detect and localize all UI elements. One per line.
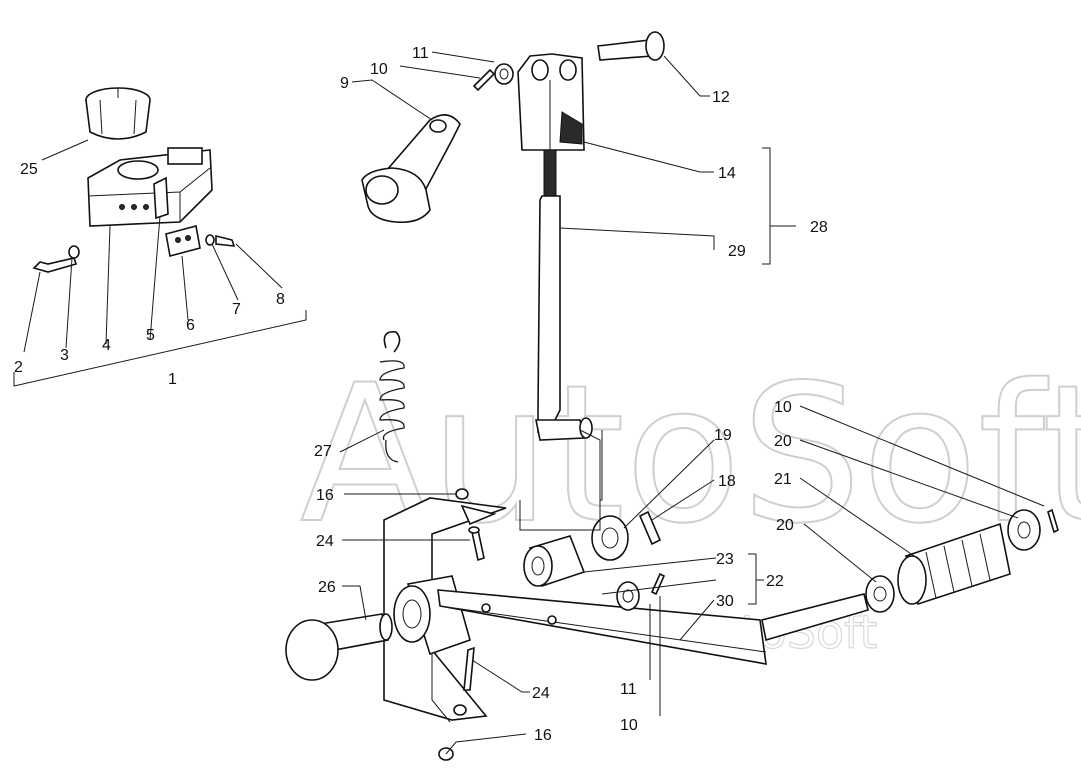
callout-5: 5 (146, 327, 155, 344)
bolt-8 (215, 234, 236, 247)
callout-3: 3 (60, 347, 69, 364)
washer-11-bottom (616, 581, 640, 611)
washer-7 (205, 234, 215, 246)
callout-24-bottom: 24 (532, 685, 550, 702)
bolt-24-upper (468, 526, 485, 562)
callout-14: 14 (718, 165, 736, 182)
pin-18 (638, 510, 662, 546)
lever-9 (361, 114, 461, 224)
plate-5 (153, 176, 169, 220)
callout-23: 23 (716, 551, 734, 568)
cotter-10-right (1047, 508, 1059, 534)
callout-8: 8 (276, 291, 285, 308)
group-bracket-23 (519, 429, 601, 531)
bushing-25 (85, 87, 151, 140)
callout-20-bottom: 20 (776, 517, 794, 534)
washer-3 (68, 245, 80, 259)
callout-24-top: 24 (316, 533, 334, 550)
callout-7: 7 (232, 301, 241, 318)
plate-6 (165, 225, 201, 257)
lever-arm-30 (437, 589, 869, 665)
callout-10-top: 10 (370, 61, 388, 78)
spring-27 (379, 331, 405, 463)
rod-29 (535, 149, 593, 441)
callout-20-top: 20 (774, 433, 792, 450)
callout-21: 21 (774, 471, 792, 488)
callout-10-right: 10 (774, 399, 792, 416)
cotter-10-top (472, 68, 496, 92)
pedal-rubber-21 (897, 522, 1011, 606)
callout-25: 25 (20, 161, 38, 178)
callout-6: 6 (186, 317, 195, 334)
cotter-10-bottom (650, 572, 666, 596)
callout-12: 12 (712, 89, 730, 106)
callout-4: 4 (102, 337, 111, 354)
callout-26: 26 (318, 579, 336, 596)
bolt-24-lower (463, 646, 475, 691)
callout-28: 28 (810, 219, 828, 236)
callout-18: 18 (718, 473, 736, 490)
callout-9: 9 (340, 75, 349, 92)
fork-14 (517, 53, 585, 151)
nut-16-upper (455, 488, 469, 500)
callout-27: 27 (314, 443, 332, 460)
callout-29: 29 (728, 243, 746, 260)
callout-22: 22 (766, 573, 784, 590)
callout-10-bottom: 10 (620, 717, 638, 734)
bushing-23 (523, 535, 586, 588)
callout-11-top: 11 (412, 45, 429, 62)
pin-12 (597, 31, 665, 61)
callout-30: 30 (716, 593, 734, 610)
group-bracket-28 (762, 147, 796, 265)
washer-11-top (494, 63, 514, 85)
group-bracket-1 (13, 310, 307, 387)
pedal-pin-26 (285, 613, 393, 681)
clamp-body-4 (87, 147, 213, 227)
washer-20-left (865, 575, 895, 613)
washer-19 (591, 515, 629, 561)
callout-16-top: 16 (316, 487, 334, 504)
callout-16-bottom: 16 (534, 727, 552, 744)
bolt-2 (32, 257, 78, 273)
callout-11-bottom: 11 (620, 681, 637, 698)
washer-20-right (1007, 509, 1041, 551)
callout-1: 1 (168, 371, 177, 388)
callout-19: 19 (714, 427, 732, 444)
callout-2: 2 (14, 359, 23, 376)
